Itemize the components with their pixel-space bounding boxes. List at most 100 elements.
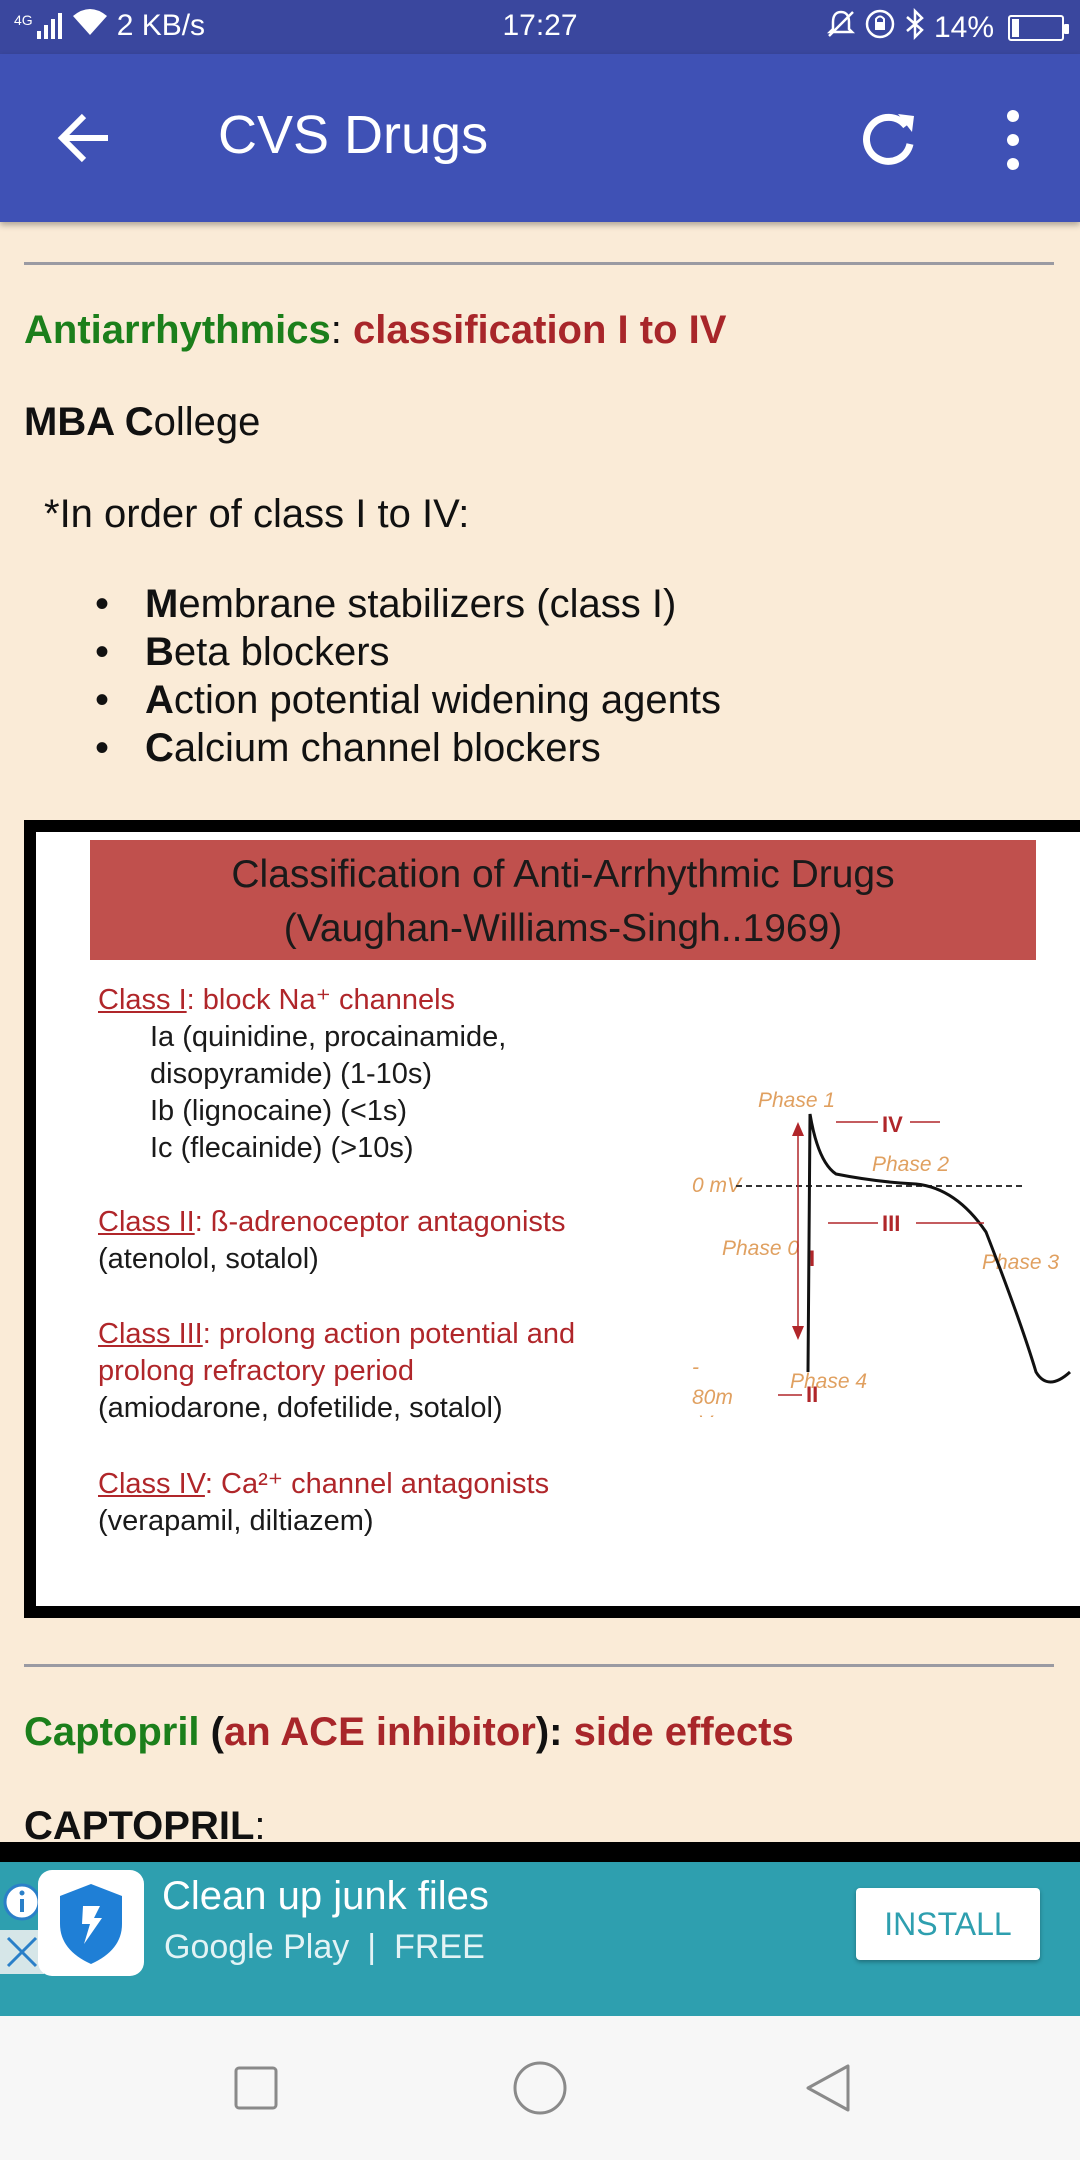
- home-button[interactable]: [512, 2060, 568, 2116]
- item-initial: M: [145, 582, 179, 626]
- classification-figure: Classification of Anti-Arrhythmic Drugs …: [24, 820, 1080, 1618]
- status-right: 14%: [826, 7, 1069, 48]
- status-left: 4G 2 KB/s: [14, 8, 205, 44]
- ad-store-line: Google Play | FREE: [164, 1928, 485, 1967]
- network-signal-icon: 4G: [14, 13, 63, 39]
- captopril-colon: :: [254, 1804, 266, 1842]
- item-initial: A: [145, 678, 174, 722]
- captopril-label: CAPTOPRIL:: [24, 1804, 266, 1842]
- class3-drugs: (amiodarone, dofetilide, sotalol): [98, 1392, 503, 1424]
- item-text: alcium channel blockers: [173, 726, 601, 770]
- class1-desc: : block Na⁺ channels: [186, 984, 456, 1016]
- class2-drugs: (atenolol, sotalol): [98, 1243, 319, 1275]
- network-type: 4G: [14, 12, 33, 28]
- class1-line: Ia (quinidine, procainamide,: [150, 1021, 507, 1053]
- class4-block: Class IV: Ca²⁺ channel antagonists (vera…: [98, 1466, 549, 1540]
- back-button[interactable]: [48, 102, 120, 174]
- class4-drugs: (verapamil, diltiazem): [98, 1505, 374, 1537]
- class1-label: Class I: [98, 984, 187, 1016]
- wifi-icon: [72, 8, 107, 44]
- content-area[interactable]: Antiarrhythmics: classification I to IV …: [0, 222, 1080, 1842]
- order-text: *In order of class I to IV:: [44, 492, 470, 536]
- install-button[interactable]: INSTALL: [856, 1888, 1040, 1960]
- battery-percent: 14%: [933, 11, 994, 44]
- figure-title-line2: (Vaughan-Williams-Singh..1969): [283, 907, 843, 950]
- status-bar: 4G 2 KB/s 17:27 14%: [0, 0, 1080, 54]
- page-title: CVS Drugs: [218, 105, 489, 165]
- item-text: embrane stabilizers (class I): [178, 582, 677, 626]
- figure-title-line1: Classification of Anti-Arrhythmic Drugs: [231, 853, 895, 896]
- app-bar: CVS Drugs: [0, 54, 1080, 222]
- mnemonic-line: MBA College: [24, 400, 260, 445]
- refresh-button[interactable]: [850, 102, 926, 178]
- ad-separator: |: [367, 1928, 377, 1966]
- ad-title[interactable]: Clean up junk files: [162, 1874, 489, 1918]
- captopril-bold: CAPTOPRIL: [24, 1804, 255, 1842]
- arrow-head: [792, 1122, 804, 1136]
- list-item: Beta blockers: [95, 628, 721, 676]
- heading-topic: Antiarrhythmics: [24, 308, 331, 352]
- heading-close: ):: [535, 1710, 574, 1754]
- class1-line: Ib (lignocaine) (<1s): [150, 1095, 408, 1127]
- phase1-label: Phase 1: [758, 1089, 835, 1112]
- class4-label: Class IV: [98, 1468, 205, 1500]
- i-marker: I: [809, 1246, 815, 1271]
- class2-block: Class II: ß-adrenoceptor antagonists (at…: [98, 1204, 565, 1278]
- arrow-head: [792, 1326, 804, 1340]
- list-item: Calcium channel blockers: [95, 724, 721, 772]
- ad-close-button[interactable]: [0, 1930, 44, 1974]
- minus-label: -: [692, 1356, 699, 1379]
- mnemonic-list: Membrane stabilizers (class I) Beta bloc…: [95, 580, 721, 772]
- class3-desc1: : prolong action potential and: [202, 1318, 576, 1350]
- list-item: Membrane stabilizers (class I): [95, 580, 721, 628]
- shield-icon: [60, 1884, 122, 1964]
- ad-price: FREE: [394, 1928, 485, 1966]
- more-options-button[interactable]: [980, 102, 1046, 178]
- section-heading-captopril: Captopril (an ACE inhibitor): side effec…: [24, 1710, 794, 1755]
- eighty-label: 80m: [692, 1386, 733, 1409]
- figure-title: Classification of Anti-Arrhythmic Drugs …: [90, 840, 1036, 960]
- action-potential-diagram: Phase 1 Phase 2 Phase 3 Phase 0 Phase 4 …: [692, 1089, 1072, 1417]
- v-label: V: [698, 1412, 714, 1417]
- heading-subtopic: classification I to IV: [352, 308, 727, 352]
- iii-marker: III: [882, 1211, 900, 1236]
- class1-block: Class I: block Na⁺ channels Ia (quinidin…: [98, 982, 506, 1167]
- back-nav-button[interactable]: [802, 2062, 854, 2114]
- class4-desc: : Ca²⁺ channel antagonists: [204, 1468, 550, 1500]
- system-nav-bar: [0, 2016, 1080, 2160]
- ad-banner[interactable]: Clean up junk files Google Play | FREE INS…: [0, 1842, 1080, 2016]
- battery-icon: [1008, 15, 1069, 41]
- mnemonic-bold: MBA C: [24, 400, 154, 444]
- close-icon: [6, 1936, 38, 1968]
- phase4-label: Phase 4: [790, 1370, 867, 1393]
- arrow-left-icon: [57, 113, 108, 163]
- class1-line: disopyramide) (1-10s): [150, 1058, 433, 1090]
- heading-topic: Captopril: [24, 1710, 200, 1754]
- recents-button[interactable]: [232, 2064, 280, 2112]
- class1-line: Ic (flecainide) (>10s): [150, 1132, 414, 1164]
- item-text: ction potential widening agents: [173, 678, 721, 722]
- section-heading-antiarrhythmics: Antiarrhythmics: classification I to IV: [24, 308, 726, 353]
- divider: [24, 262, 1054, 265]
- refresh-icon: [863, 113, 914, 165]
- item-initial: B: [145, 630, 174, 674]
- class3-desc2: prolong refractory period: [98, 1355, 414, 1387]
- heading-subtopic: side effects: [573, 1710, 794, 1754]
- battery-fill: [1012, 19, 1019, 37]
- mnemonic-rest: ollege: [153, 400, 261, 444]
- rotation-lock-icon: [864, 8, 896, 48]
- class3-block: Class III: prolong action potential and …: [98, 1316, 575, 1427]
- ad-app-icon[interactable]: [38, 1870, 144, 1976]
- ii-marker: II: [806, 1382, 818, 1407]
- ad-store: Google Play: [164, 1928, 350, 1966]
- class2-desc: : ß-adrenoceptor antagonists: [194, 1206, 566, 1238]
- class2-label: Class II: [98, 1206, 195, 1238]
- mute-bell-icon: [826, 9, 856, 47]
- status-time: 17:27: [502, 9, 578, 42]
- phase2-label: Phase 2: [872, 1153, 949, 1176]
- item-initial: C: [145, 726, 174, 770]
- more-vertical-icon: [1007, 110, 1019, 170]
- network-speed: 2 KB/s: [116, 9, 206, 42]
- divider: [24, 1664, 1054, 1667]
- heading-class: an ACE inhibitor: [223, 1710, 536, 1754]
